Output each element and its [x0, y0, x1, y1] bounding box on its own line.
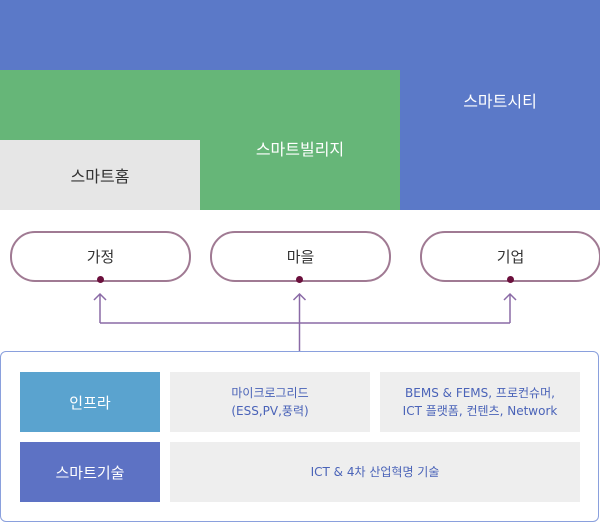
- target-village-pill: 마을: [210, 231, 391, 282]
- smart-village-label: 스마트빌리지: [255, 140, 345, 159]
- tech-label-box: 스마트기술: [20, 442, 160, 502]
- target-company-label: 기업: [496, 248, 525, 266]
- arrowhead-middle: [292, 292, 307, 301]
- target-company-pill: 기업: [420, 231, 600, 282]
- target-household-pill: 가정: [10, 231, 191, 282]
- smart-home-label: 스마트홈: [70, 167, 130, 186]
- smart-city-label: 스마트시티: [463, 92, 537, 111]
- target-village-label: 마을: [286, 248, 315, 266]
- infra-item-platform-text: BEMS & FEMS, 프로컨슈머, ICT 플랫폼, 컨텐츠, Networ…: [402, 386, 558, 418]
- infra-label-box: 인프라: [20, 372, 160, 432]
- tech-label: 스마트기술: [55, 463, 125, 482]
- target-household-label: 가정: [86, 248, 115, 266]
- pill-dot-village: [296, 275, 303, 283]
- infra-item-platform: BEMS & FEMS, 프로컨슈머, ICT 플랫폼, 컨텐츠, Networ…: [380, 372, 580, 432]
- pill-dot-household: [96, 275, 104, 283]
- infra-item-microgrid-text: 마이크로그리드 (ESS,PV,풍력): [231, 386, 309, 418]
- infra-item-microgrid: 마이크로그리드 (ESS,PV,풍력): [170, 372, 370, 432]
- smart-home-block: 스마트홈: [0, 140, 200, 210]
- arrowhead-left: [93, 292, 107, 301]
- infra-label: 인프라: [69, 393, 111, 412]
- tech-item-text: ICT & 4차 산업혁명 기술: [310, 465, 440, 479]
- arrowhead-right: [503, 292, 517, 301]
- tech-item-box: ICT & 4차 산업혁명 기술: [170, 442, 580, 502]
- pill-dot-company: [506, 275, 514, 283]
